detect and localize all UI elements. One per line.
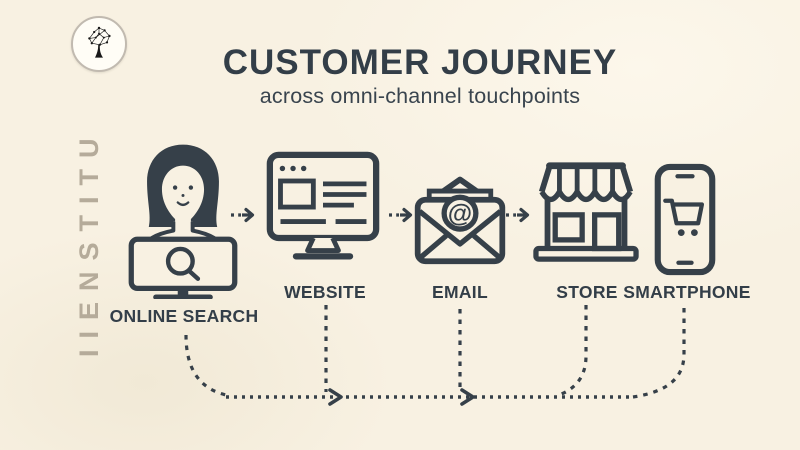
label-online-search: ONLINE SEARCH (109, 306, 259, 326)
arrow-email-to-store-icon (506, 207, 530, 223)
brand-logo (71, 16, 127, 72)
tree-trunk (95, 44, 103, 58)
open-envelope-at-icon: @ (414, 176, 506, 265)
label-email: EMAIL (432, 282, 488, 302)
phone-shopping-cart-icon (654, 163, 716, 276)
label-website: WEBSITE (284, 282, 366, 302)
page-subtitle: across omni-channel touchpoints (259, 84, 581, 108)
network-tree-icon (88, 26, 111, 58)
header: CUSTOMER JOURNEY across omni-channel tou… (170, 44, 670, 109)
page-title: CUSTOMER JOURNEY (222, 43, 618, 82)
label-smartphone: SMARTPHONE (623, 282, 751, 302)
storefront-awning-icon (533, 162, 639, 262)
browser-monitor-icon (266, 151, 380, 260)
arrow-online-search-to-website-icon (231, 207, 255, 223)
label-store: STORE (556, 282, 618, 302)
at-symbol: @ (448, 200, 472, 228)
woman-at-search-monitor-icon (128, 144, 238, 299)
arrow-website-to-email-icon (389, 207, 413, 223)
vertical-brand-text: IIENSTITU (74, 127, 104, 357)
